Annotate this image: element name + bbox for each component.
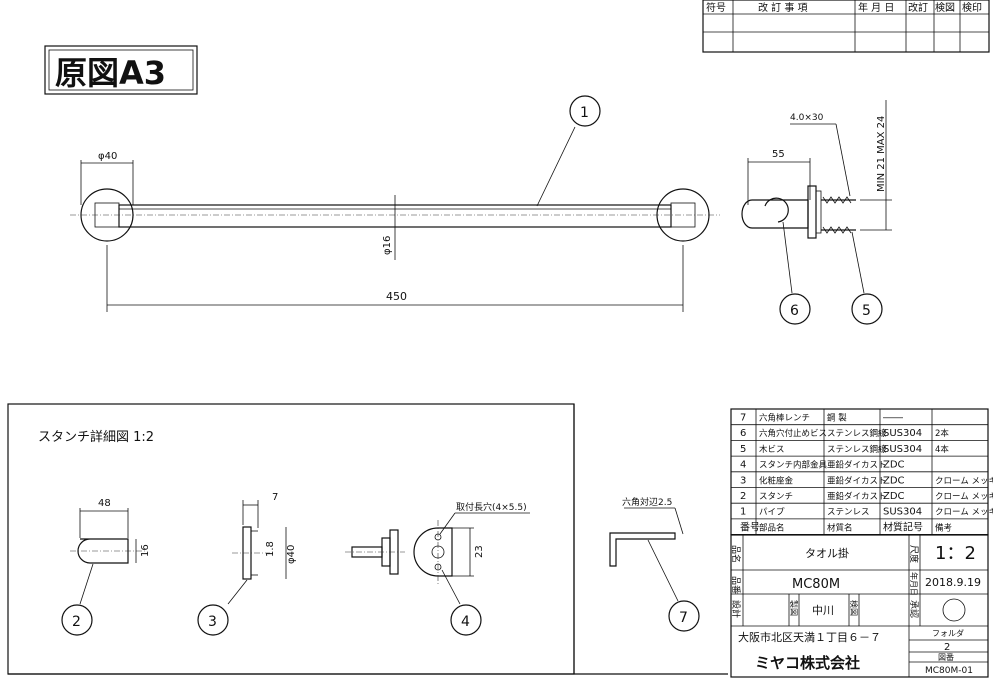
detail-part-4: 23 取付長穴(4×5.5) 4: [345, 501, 530, 636]
front-view: φ40 φ16 450 1: [70, 95, 720, 312]
parts-cell-spec: ZDC: [883, 491, 905, 502]
parts-cell-spec: SUS304: [883, 428, 922, 439]
detail-frame: スタンチ詳細図 1:2: [7, 403, 728, 675]
parts-cell-material: 亜鉛ダイカスト: [827, 460, 887, 471]
parts-cell-name: スタンチ内部金具: [759, 460, 828, 471]
tb-name: タオル掛: [805, 546, 849, 560]
dim-depth: 55: [772, 149, 785, 160]
parts-cell-remarks: 4本: [935, 444, 949, 455]
part7-balloon: 7: [679, 610, 688, 626]
parts-cell-material: 亜鉛ダイカスト: [827, 475, 887, 486]
tb-check-label: 検図: [849, 600, 859, 616]
parts-cell-name: パイプ: [759, 508, 785, 518]
parts-header-remarks: 備考: [935, 522, 952, 533]
part4-dim: 23: [474, 545, 485, 558]
parts-cell-name: 化粧座金: [759, 475, 794, 486]
parts-header-name: 部品名: [759, 522, 785, 533]
dim-screw: 4.0×30: [790, 113, 824, 123]
parts-cell-material: ステンレス鋼線: [827, 428, 887, 439]
balloon-1: 1: [580, 105, 589, 121]
part2-balloon: 2: [72, 614, 81, 630]
tb-design-label: 設計: [730, 600, 742, 618]
parts-cell-remarks: クローム メッキ: [935, 492, 993, 502]
parts-cell-remarks: クローム メッキ: [935, 476, 993, 486]
part3-dim-a: 1.8: [265, 541, 276, 557]
parts-cell-no: 2: [740, 491, 746, 502]
parts-cell-remarks: クローム メッキ: [935, 508, 993, 518]
balloon-5: 5: [862, 303, 871, 319]
rev-header-rev: 改訂: [908, 1, 928, 14]
title-block: 品名 タオル掛 尺度 1：2 品番 MC80M 年月日 2018.9.19 設計…: [730, 534, 989, 678]
parts-cell-material: ステンレス鋼線: [827, 444, 887, 455]
parts-cell-spec: SUS304: [883, 444, 922, 455]
part3-dim-d: φ40: [286, 545, 297, 564]
revision-table: 符号 改 訂 事 項 年 月 日 改訂 検図 検印: [702, 0, 990, 53]
detail-part-3: 7 1.8 φ40 3: [197, 492, 297, 636]
part4-balloon: 4: [461, 614, 470, 630]
tb-code: MC80M: [792, 577, 840, 592]
tb-folder-label: フォルダ: [932, 628, 964, 638]
rev-header-date: 年 月 日: [858, 1, 894, 14]
tb-date-label: 年月日: [909, 572, 919, 596]
parts-cell-spec: ZDC: [883, 460, 905, 471]
rev-header-check: 検図: [935, 1, 955, 14]
parts-cell-name: 六角棒レンチ: [759, 413, 810, 424]
part7-note: 六角対辺2.5: [622, 496, 672, 508]
part3-balloon: 3: [208, 614, 217, 630]
dim-length: 450: [386, 290, 407, 303]
parts-cell-spec: SUS304: [883, 507, 922, 518]
balloon-6: 6: [790, 303, 799, 319]
tb-date: 2018.9.19: [925, 576, 981, 589]
side-view: 55 MIN 21 MAX 24 4.0×30 6 5: [741, 100, 892, 325]
parts-cell-no: 1: [740, 507, 746, 518]
tb-address: 大阪市北区天満１丁目６－７: [738, 630, 881, 644]
tb-drawing-no-label: 図番: [938, 652, 954, 662]
rev-header-item: 改 訂 事 項: [758, 1, 808, 14]
tb-drawn-by: 中川: [812, 604, 834, 617]
tb-drawing-no: MC80M-01: [925, 666, 973, 676]
detail-part-7: 六角対辺2.5 7: [609, 496, 700, 632]
stamp-label: 原図A3: [55, 54, 166, 92]
parts-cell-no: 4: [740, 460, 746, 471]
parts-cell-no: 6: [740, 428, 746, 439]
parts-cell-material: 亜鉛ダイカスト: [827, 491, 887, 502]
part4-note: 取付長穴(4×5.5): [456, 501, 527, 513]
rev-header-no: 符号: [706, 1, 726, 14]
parts-cell-name: 六角穴付止めビス: [759, 428, 827, 439]
parts-cell-name: スタンチ: [759, 492, 793, 502]
parts-header-no: 番号: [740, 521, 760, 533]
original-size-stamp: 原図A3: [44, 45, 198, 95]
detail-title: スタンチ詳細図 1:2: [38, 429, 154, 445]
parts-cell-name: 木ビス: [759, 444, 785, 455]
parts-cell-material: ステンレス: [827, 508, 870, 518]
part3-dim-t: 7: [272, 492, 278, 503]
part2-dim-w: 48: [98, 498, 111, 509]
dim-pipe: φ16: [382, 236, 393, 255]
parts-header-material: 材質名: [827, 522, 853, 533]
parts-cell-remarks: 2本: [935, 428, 949, 439]
tb-drawn-label: 製図: [789, 600, 799, 616]
parts-cell-material: 鋼 製: [827, 413, 847, 424]
parts-cell-spec: ――: [883, 413, 903, 424]
tb-scale-label: 尺度: [908, 545, 920, 563]
tb-folder: 2: [944, 642, 950, 653]
dim-diameter: φ40: [98, 151, 117, 162]
tb-approve-label: 承認: [908, 600, 920, 618]
part2-dim-h: 16: [140, 544, 151, 557]
tb-company: ミヤコ株式会社: [755, 654, 860, 672]
parts-cell-spec: ZDC: [883, 475, 905, 486]
dim-range: MIN 21 MAX 24: [876, 116, 887, 192]
parts-cell-no: 7: [740, 413, 746, 424]
detail-part-2: 48 16 2: [61, 498, 151, 636]
parts-cell-no: 3: [740, 475, 746, 486]
parts-cell-no: 5: [740, 444, 746, 455]
parts-header-spec: 材質記号: [883, 520, 923, 533]
rev-header-seal: 検印: [962, 1, 982, 14]
tb-code-label: 品番: [730, 576, 742, 594]
tb-name-label: 品名: [730, 545, 742, 563]
tb-scale: 1：2: [935, 543, 976, 564]
